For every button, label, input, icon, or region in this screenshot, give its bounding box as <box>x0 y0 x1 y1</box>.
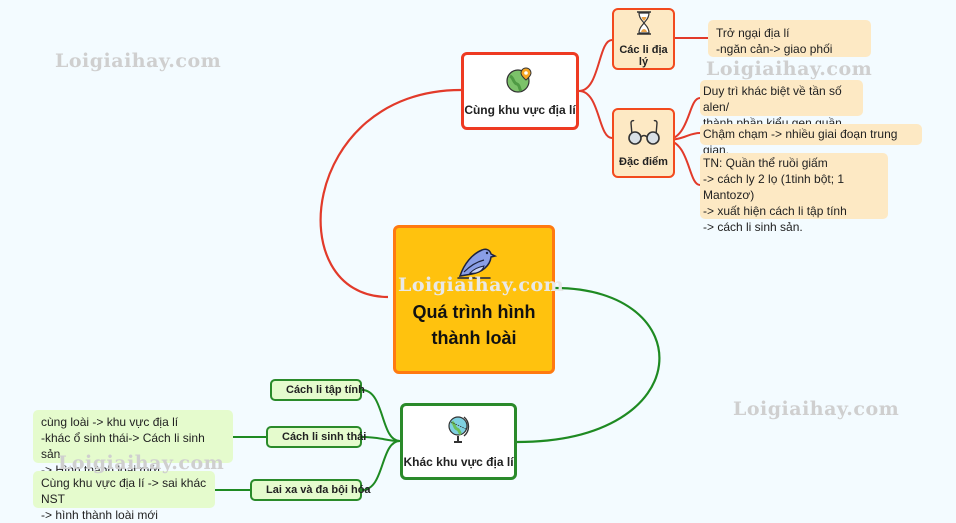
note-line: -> hình thành loài mới <box>41 508 158 522</box>
watermark: Loigiaihay.com <box>55 50 222 72</box>
note-features-2[interactable]: Chậm chạm -> nhiều giai đoạn trung gian. <box>700 124 922 157</box>
note-line: -> cách li sinh sản. <box>703 220 803 234</box>
note-line: Cùng khu vực địa lí -> sai khác NST <box>41 476 207 506</box>
topic-different-area-label: Khác khu vực địa lí <box>403 455 514 469</box>
note-ecological-isolation[interactable]: cùng loài -> khu vực địa lí -khác ổ sinh… <box>33 410 233 477</box>
note-line: Duy trì khác biệt về tần số alen/ <box>703 84 842 114</box>
link-central-same-area <box>319 88 462 299</box>
note-features-3[interactable]: TN: Quần thể ruồi giấm -> cách ly 2 lọ (… <box>700 153 888 234</box>
link-same-area-barriers <box>578 39 613 92</box>
subtopic-hybridization-polyploidy[interactable]: Lai xa và đa bội hóa <box>250 479 371 501</box>
central-topic[interactable]: Quá trình hình thành loài <box>393 225 555 374</box>
note-hybridization[interactable]: Cùng khu vực địa lí -> sai khác NST -> h… <box>33 471 215 522</box>
desk-globe-icon <box>446 414 472 447</box>
topic-different-area[interactable]: Khác khu vực địa lí <box>400 403 517 480</box>
globe-pin-icon <box>505 66 535 97</box>
watermark: Loigiaihay.com <box>58 452 225 474</box>
link-different-area-child-1 <box>361 389 401 442</box>
link-different-area-child-3 <box>361 440 401 491</box>
link-central-different-area <box>516 286 661 444</box>
note-line: -> xuất hiện cách li tập tính <box>703 204 847 218</box>
note-line: -> cách ly 2 lọ (1tinh bột; 1 Mantozơ) <box>703 172 845 202</box>
note-barriers[interactable]: Trở ngại địa lí -ngăn cản-> giao phối <box>708 20 871 57</box>
watermark: Loigiaihay.com <box>733 398 900 420</box>
note-line: -khác ổ sinh thái-> Cách li sinh sản <box>41 431 205 461</box>
topic-same-area[interactable]: Cùng khu vực địa lí <box>461 52 579 130</box>
topic-same-area-label: Cùng khu vực địa lí <box>464 102 576 117</box>
subtopic-features[interactable]: Đặc điểm <box>612 108 675 178</box>
bird-icon <box>450 242 498 291</box>
note-line: -ngăn cản-> giao phối <box>716 42 833 56</box>
subtopic-barriers-label: Các li địa lý <box>619 43 668 68</box>
central-title: Quá trình hình thành loài <box>412 302 536 348</box>
subtopic-behavioral-isolation[interactable]: Cách li tập tính <box>270 379 365 401</box>
glasses-icon <box>626 119 662 150</box>
note-features-1[interactable]: Duy trì khác biệt về tần số alen/ thành … <box>700 80 863 146</box>
subtopic-features-label: Đặc điểm <box>619 155 668 168</box>
note-line: Trở ngại địa lí <box>716 26 790 40</box>
subtopic-label: Cách li sinh thái <box>282 431 367 443</box>
link-same-area-features <box>578 90 613 139</box>
watermark: Loigiaihay.com <box>398 274 565 296</box>
watermark: Loigiaihay.com <box>706 58 873 80</box>
subtopic-label: Lai xa và đa bội hóa <box>266 484 371 496</box>
subtopic-label: Cách li tập tính <box>286 384 365 396</box>
note-line: cùng loài -> khu vực địa lí <box>41 415 179 429</box>
subtopic-ecological-isolation[interactable]: Cách li sinh thái <box>266 426 366 448</box>
note-line: TN: Quần thể ruồi giấm <box>703 156 828 170</box>
hourglass-icon <box>635 10 653 38</box>
subtopic-barriers[interactable]: Các li địa lý <box>612 8 675 70</box>
